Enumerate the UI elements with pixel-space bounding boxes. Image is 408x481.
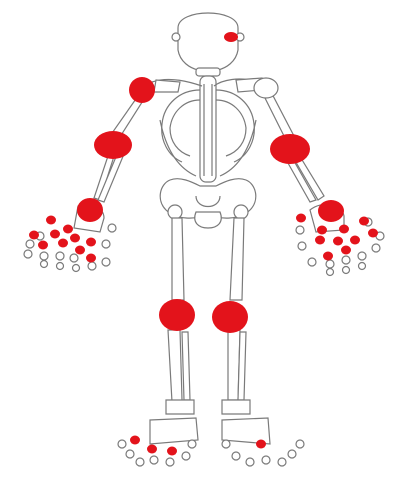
left-hand-knuckle-marker <box>58 239 68 248</box>
left-foot-toe-marker <box>130 436 140 445</box>
left-wrist-marker <box>77 198 103 222</box>
right-hand-knuckle-marker <box>341 246 351 255</box>
left-elbow-marker <box>94 131 132 159</box>
right-hand-knuckle-marker <box>350 236 360 245</box>
right-hand-knuckle-marker <box>359 217 369 226</box>
left-hand-knuckle-marker <box>86 238 96 247</box>
left-shoulder-marker <box>129 77 155 103</box>
right-hand-knuckle-marker <box>323 252 333 261</box>
left-foot-toe-marker <box>147 445 157 454</box>
left-foot-toe-marker <box>167 447 177 456</box>
left-hand-knuckle-marker <box>46 216 56 225</box>
right-hand-knuckle-marker <box>368 229 378 238</box>
left-knee-marker <box>159 299 195 331</box>
right-foot-toe-marker <box>256 440 266 449</box>
right-hand-knuckle-marker <box>296 214 306 223</box>
left-hand-knuckle-marker <box>70 234 80 243</box>
left-hand-knuckle-marker <box>50 230 60 239</box>
left-hand-knuckle-marker <box>38 241 48 250</box>
right-hand-knuckle-marker <box>333 237 343 246</box>
right-wrist-marker <box>318 200 344 222</box>
left-hand-knuckle-marker <box>75 246 85 255</box>
left-hand-knuckle-marker <box>63 225 73 234</box>
left-hand-knuckle-marker <box>29 231 39 240</box>
right-hand-knuckle-marker <box>317 226 327 235</box>
jaw-joint-marker <box>224 32 238 42</box>
right-elbow-marker <box>270 134 310 164</box>
spine <box>200 76 216 182</box>
right-hand-knuckle-marker <box>315 236 325 245</box>
skull <box>172 13 244 76</box>
right-knee-marker <box>212 301 248 333</box>
right-hand-knuckle-marker <box>339 225 349 234</box>
left-hand-knuckle-marker <box>86 254 96 263</box>
left-foot <box>118 418 198 466</box>
